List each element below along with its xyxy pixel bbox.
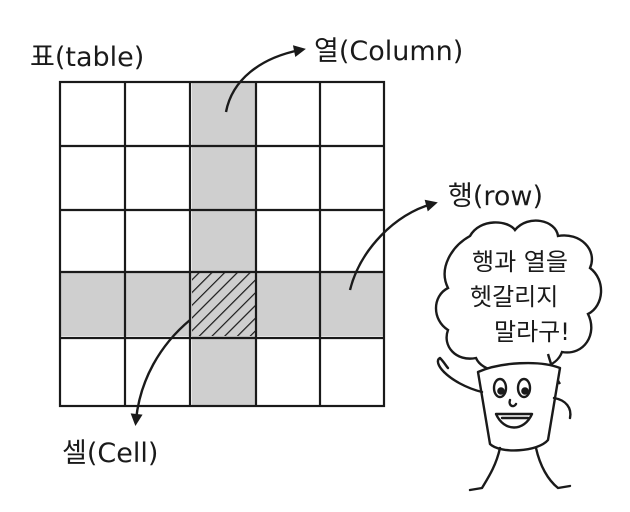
speech-bubble <box>434 219 603 373</box>
row-arrow-icon <box>348 199 438 291</box>
table-grid <box>58 80 386 408</box>
mascot-leg-right <box>534 446 572 490</box>
mascot-arm-right <box>552 396 572 420</box>
bubble-line-3: 말라구! <box>494 318 570 346</box>
table-label: 표(table) <box>30 42 144 73</box>
bubble-line-1: 행과 열을 <box>472 248 568 276</box>
character-mascot <box>436 356 572 492</box>
highlighted-column <box>192 82 256 406</box>
column-arrow-icon <box>224 45 306 113</box>
mascot-nose <box>508 398 518 408</box>
bubble-line-2: 헷갈리지 <box>470 283 558 311</box>
cell-label: 셀(Cell) <box>62 438 158 469</box>
column-label: 열(Column) <box>314 36 463 67</box>
mascot-body <box>476 361 562 452</box>
mascot-hand-left <box>436 356 450 374</box>
hatched-cell <box>192 272 256 336</box>
mascot-leg-left <box>468 446 502 492</box>
mascot-arm-left <box>442 370 484 394</box>
row-label: 행(row) <box>448 181 543 212</box>
cell-arrow-icon <box>130 319 191 426</box>
